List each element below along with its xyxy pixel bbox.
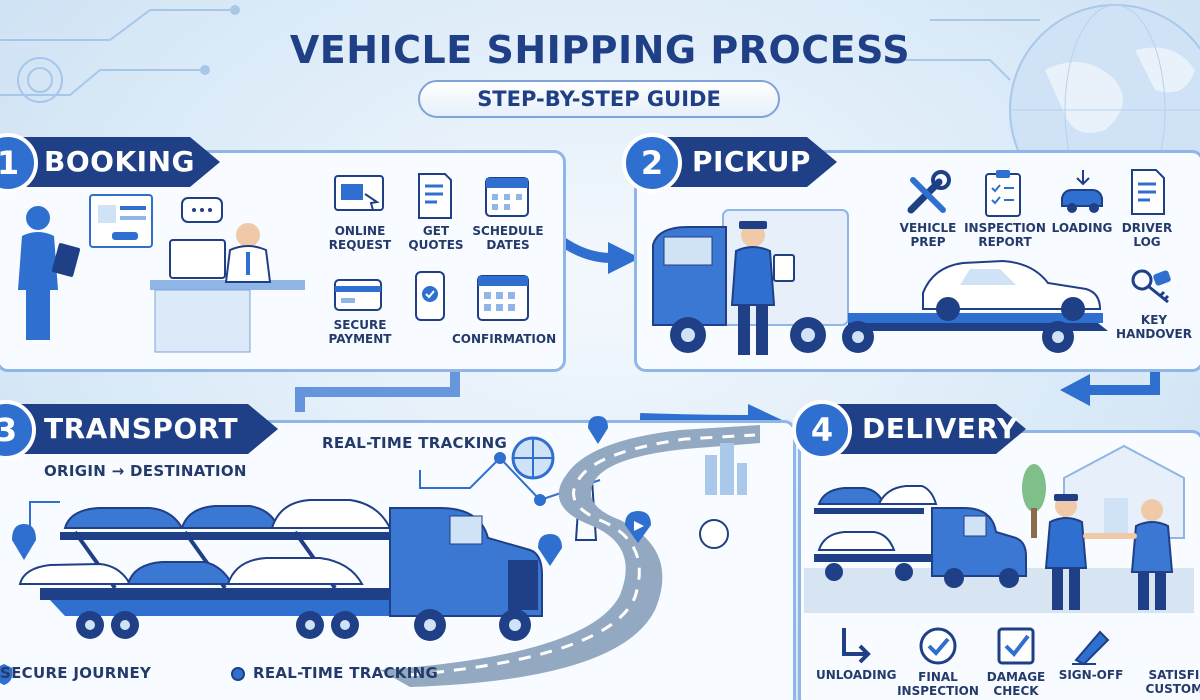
inspection-report-icon [985, 170, 1021, 217]
pickup-item-driver-log: DRIVER LOG [1121, 221, 1173, 249]
delivery-item-damage-check: DAMAGE CHECK [986, 670, 1046, 698]
step-header-transport: 3 TRANSPORT [0, 400, 278, 460]
pickup-item-inspection-report: INSPECTION REPORT [964, 221, 1046, 249]
step-number: 4 [792, 400, 852, 460]
schedule-dates-icon [485, 177, 529, 217]
transport-footer-secure-journey: SECURE JOURNEY [0, 664, 152, 682]
car-carrier-truck-illustration [18, 499, 543, 641]
transport-footer-real-time-tracking: REAL-TIME TRACKING [253, 664, 439, 682]
secure-payment-icon [334, 279, 382, 311]
step-header-delivery: 4 DELIVERY [792, 400, 1026, 460]
sign-off-pen-icon [1072, 630, 1110, 666]
pickup-item-key-handover: KEY HANDOVER [1116, 313, 1192, 341]
car-keys-icon [1131, 269, 1171, 304]
step-panel-booking [0, 150, 566, 372]
page-title: VEHICLE SHIPPING PROCESS [289, 28, 911, 72]
page-subtitle: STEP-BY-STEP GUIDE [418, 80, 780, 118]
damage-check-icon [997, 627, 1035, 665]
step-header-pickup: 2 PICKUP [622, 133, 837, 193]
pickup-item-loading: LOADING [1051, 221, 1113, 235]
transport-route-label: ORIGIN → DESTINATION [44, 462, 247, 480]
delivery-item-sign-off: SIGN-OFF [1058, 668, 1124, 682]
step-label: DELIVERY [862, 412, 1018, 445]
get-quotes-icon [418, 173, 452, 219]
online-request-icon [334, 175, 384, 211]
step-label: BOOKING [44, 145, 195, 178]
step-number: 2 [622, 133, 682, 193]
delivery-item-satisfied-customer: SATISFIED CUSTOMER [1145, 668, 1200, 696]
road-illustration [380, 425, 760, 687]
delivery-item-unloading: UNLOADING [816, 668, 897, 682]
tracking-network-decoration [12, 416, 608, 566]
booking-item-secure-payment: SECURE PAYMENT [328, 318, 392, 346]
vehicle-prep-tools-icon [907, 170, 951, 214]
delivery-item-final-inspection: FINAL INSPECTION [897, 670, 979, 698]
delivery-scene-illustration [804, 444, 1194, 613]
pickup-item-vehicle-prep: VEHICLE PREP [899, 221, 957, 249]
booking-item-get-quotes: GET QUOTES [408, 224, 464, 252]
transport-tracking-label: REAL-TIME TRACKING [322, 434, 508, 452]
loading-icon [1061, 170, 1103, 213]
booking-item-confirmation: CONFIRMATION [452, 332, 557, 346]
unloading-icon [842, 628, 871, 664]
tracking-dot-icon [231, 667, 245, 681]
final-inspection-check-icon [919, 627, 957, 665]
confirmation-phone-icon [415, 271, 445, 321]
confirmation-calendar-icon [477, 275, 529, 321]
step-label: PICKUP [692, 145, 811, 178]
pickup-truck-illustration [652, 209, 1108, 355]
step-label: TRANSPORT [44, 412, 239, 445]
booking-office-illustration [18, 194, 305, 353]
booking-item-online-request: ONLINE REQUEST [328, 224, 392, 252]
booking-item-schedule-dates: SCHEDULE DATES [472, 224, 544, 252]
shield-icon [0, 664, 12, 685]
driver-log-icon [1131, 169, 1165, 215]
step-header-booking: 1 BOOKING [0, 133, 220, 193]
